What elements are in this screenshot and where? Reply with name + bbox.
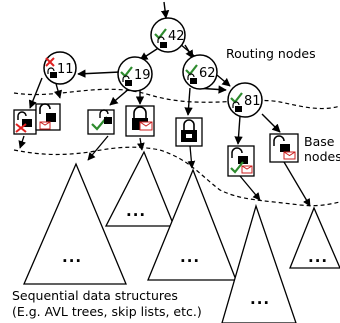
ellipsis-1: ... (62, 248, 82, 266)
base-node-5 (175, 117, 203, 147)
structure-triangle-3 (147, 168, 237, 281)
routing-nodes: 42 11 19 62 81 (43, 17, 263, 118)
checkmark-icon (91, 116, 108, 131)
padlock-open-icon (46, 113, 56, 122)
routing-node-81: 81 (227, 82, 263, 118)
routing-base-separator (13, 88, 340, 110)
routing-nodes-label: Routing nodes (226, 46, 316, 61)
routing-key-19: 19 (134, 68, 151, 83)
ellipsis-2: ... (126, 202, 146, 220)
sequential-label-line2: (E.g. AVL trees, skip lists, etc.) (12, 304, 202, 319)
routing-key-11: 11 (57, 62, 74, 77)
edge-base3-struct (87, 135, 109, 161)
padlock-open-icon (280, 144, 290, 152)
structure-triangle-1 (23, 162, 127, 285)
sequential-label-line1: Sequential data structures (12, 288, 178, 303)
edge-42-62 (184, 44, 194, 59)
sequential-structures (23, 150, 340, 323)
base-node-1 (13, 109, 37, 135)
cross-icon (15, 123, 27, 133)
routing-key-42: 42 (168, 29, 185, 44)
base-nodes (13, 103, 299, 177)
routing-node-11: 11 (43, 51, 77, 85)
routing-node-19: 19 (117, 56, 153, 92)
edge-62-base5 (184, 87, 193, 116)
edge-base6-struct (239, 175, 261, 201)
padlock-open-icon (160, 42, 167, 48)
structure-triangle-4 (221, 203, 297, 323)
base-node-6 (227, 145, 255, 177)
cross-icon (45, 57, 55, 67)
structure-triangle-5 (289, 206, 340, 269)
structure-triangle-2 (104, 150, 175, 227)
padlock-open-icon (50, 72, 57, 78)
edge-base1-struct (18, 135, 26, 149)
edge-base5-struct (187, 145, 196, 169)
padlock-open-icon (235, 106, 242, 112)
edge-base7-struct (283, 161, 311, 207)
edge-81-base6 (234, 115, 243, 145)
base-node-4 (125, 105, 155, 137)
routing-key-62: 62 (199, 66, 216, 81)
base-node-7 (269, 133, 299, 163)
padlock-open-icon (104, 117, 112, 124)
routing-key-81: 81 (244, 94, 261, 109)
padlock-open-icon (190, 78, 197, 84)
edge-19-11 (77, 69, 121, 78)
structure-edges (18, 135, 311, 207)
ellipsis-5: ... (308, 248, 328, 266)
edge-81-base7 (261, 113, 281, 133)
base-nodes-label-line2: nodes (304, 149, 340, 164)
edge-42-19 (139, 46, 161, 61)
edge-11-base1 (28, 77, 43, 109)
edge-19-base3 (109, 87, 131, 106)
base-node-3 (87, 109, 115, 135)
base-node-2 (35, 103, 61, 131)
ellipsis-4: ... (250, 290, 270, 308)
base-nodes-label-line1: Base (304, 134, 335, 149)
padlock-open-icon (125, 80, 132, 86)
structure-ellipses: ... ... ... ... ... (62, 202, 328, 308)
ellipsis-3: ... (180, 248, 200, 266)
root-entry-arrow (160, 1, 170, 19)
edge-base4-struct (136, 137, 145, 151)
routing-node-42: 42 (150, 17, 186, 53)
padlock-open-icon (22, 119, 32, 127)
padlock-open-icon (238, 156, 248, 164)
checkmark-icon (230, 161, 244, 174)
routing-node-62: 62 (182, 54, 218, 90)
